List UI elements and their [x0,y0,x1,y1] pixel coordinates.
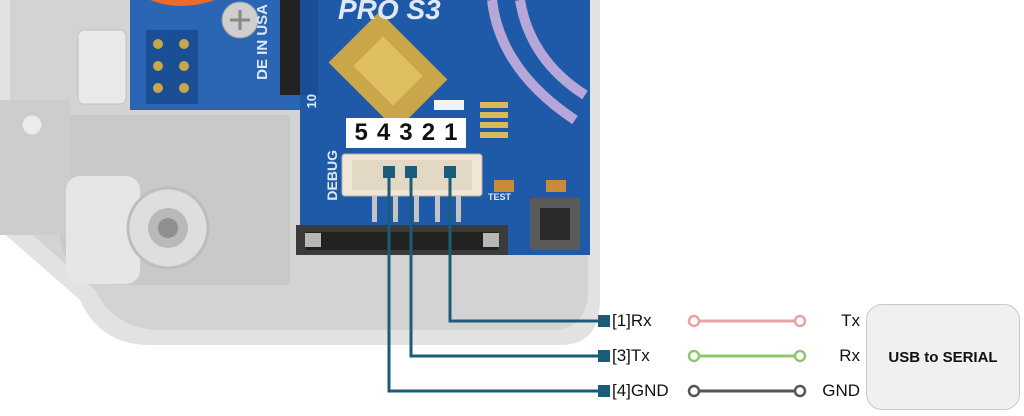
pin-marker [405,166,417,178]
target-label-tx: Tx [841,311,860,330]
pin-label-gnd: [4]GND [612,381,669,400]
pin-label-tx: [3]Tx [612,346,650,365]
wire-end-marker [598,315,610,327]
serial-link-start [687,384,701,398]
serial-link-end [793,349,807,363]
target-label-gnd: GND [822,381,860,400]
pin-number-strip: 5 4 3 2 1 [346,118,466,148]
board-debug-text: DEBUG [324,150,340,201]
debug-wire [448,172,600,323]
pin-number: 3 [399,119,413,146]
debug-wires [383,166,610,397]
usb-serial-box: USB to SERIAL [866,304,1020,410]
serial-links [687,314,807,398]
debug-wire [387,172,600,393]
serial-link-end [793,314,807,328]
pin-marker [383,166,395,178]
wire-end-marker [598,350,610,362]
wire-end-marker [598,385,610,397]
board-side-text: DE IN USA [254,4,271,80]
pin-number: 5 [354,119,368,146]
pin-number: 4 [376,119,391,146]
serial-link-start [687,349,701,363]
pin-label-rx: [1]Rx [612,311,652,330]
board-model-text: PRO S3 [338,0,441,25]
board-test-text: TEST [488,192,512,202]
board-side-number: 10 [304,94,319,109]
serial-link-start [687,314,701,328]
debug-wire [409,172,600,358]
serial-link-end [793,384,807,398]
usb-serial-label: USB to SERIAL [888,348,998,366]
pin-number: 2 [421,119,436,146]
target-label-rx: Rx [839,346,860,365]
pin-number: 1 [444,119,458,146]
pin-marker [444,166,456,178]
